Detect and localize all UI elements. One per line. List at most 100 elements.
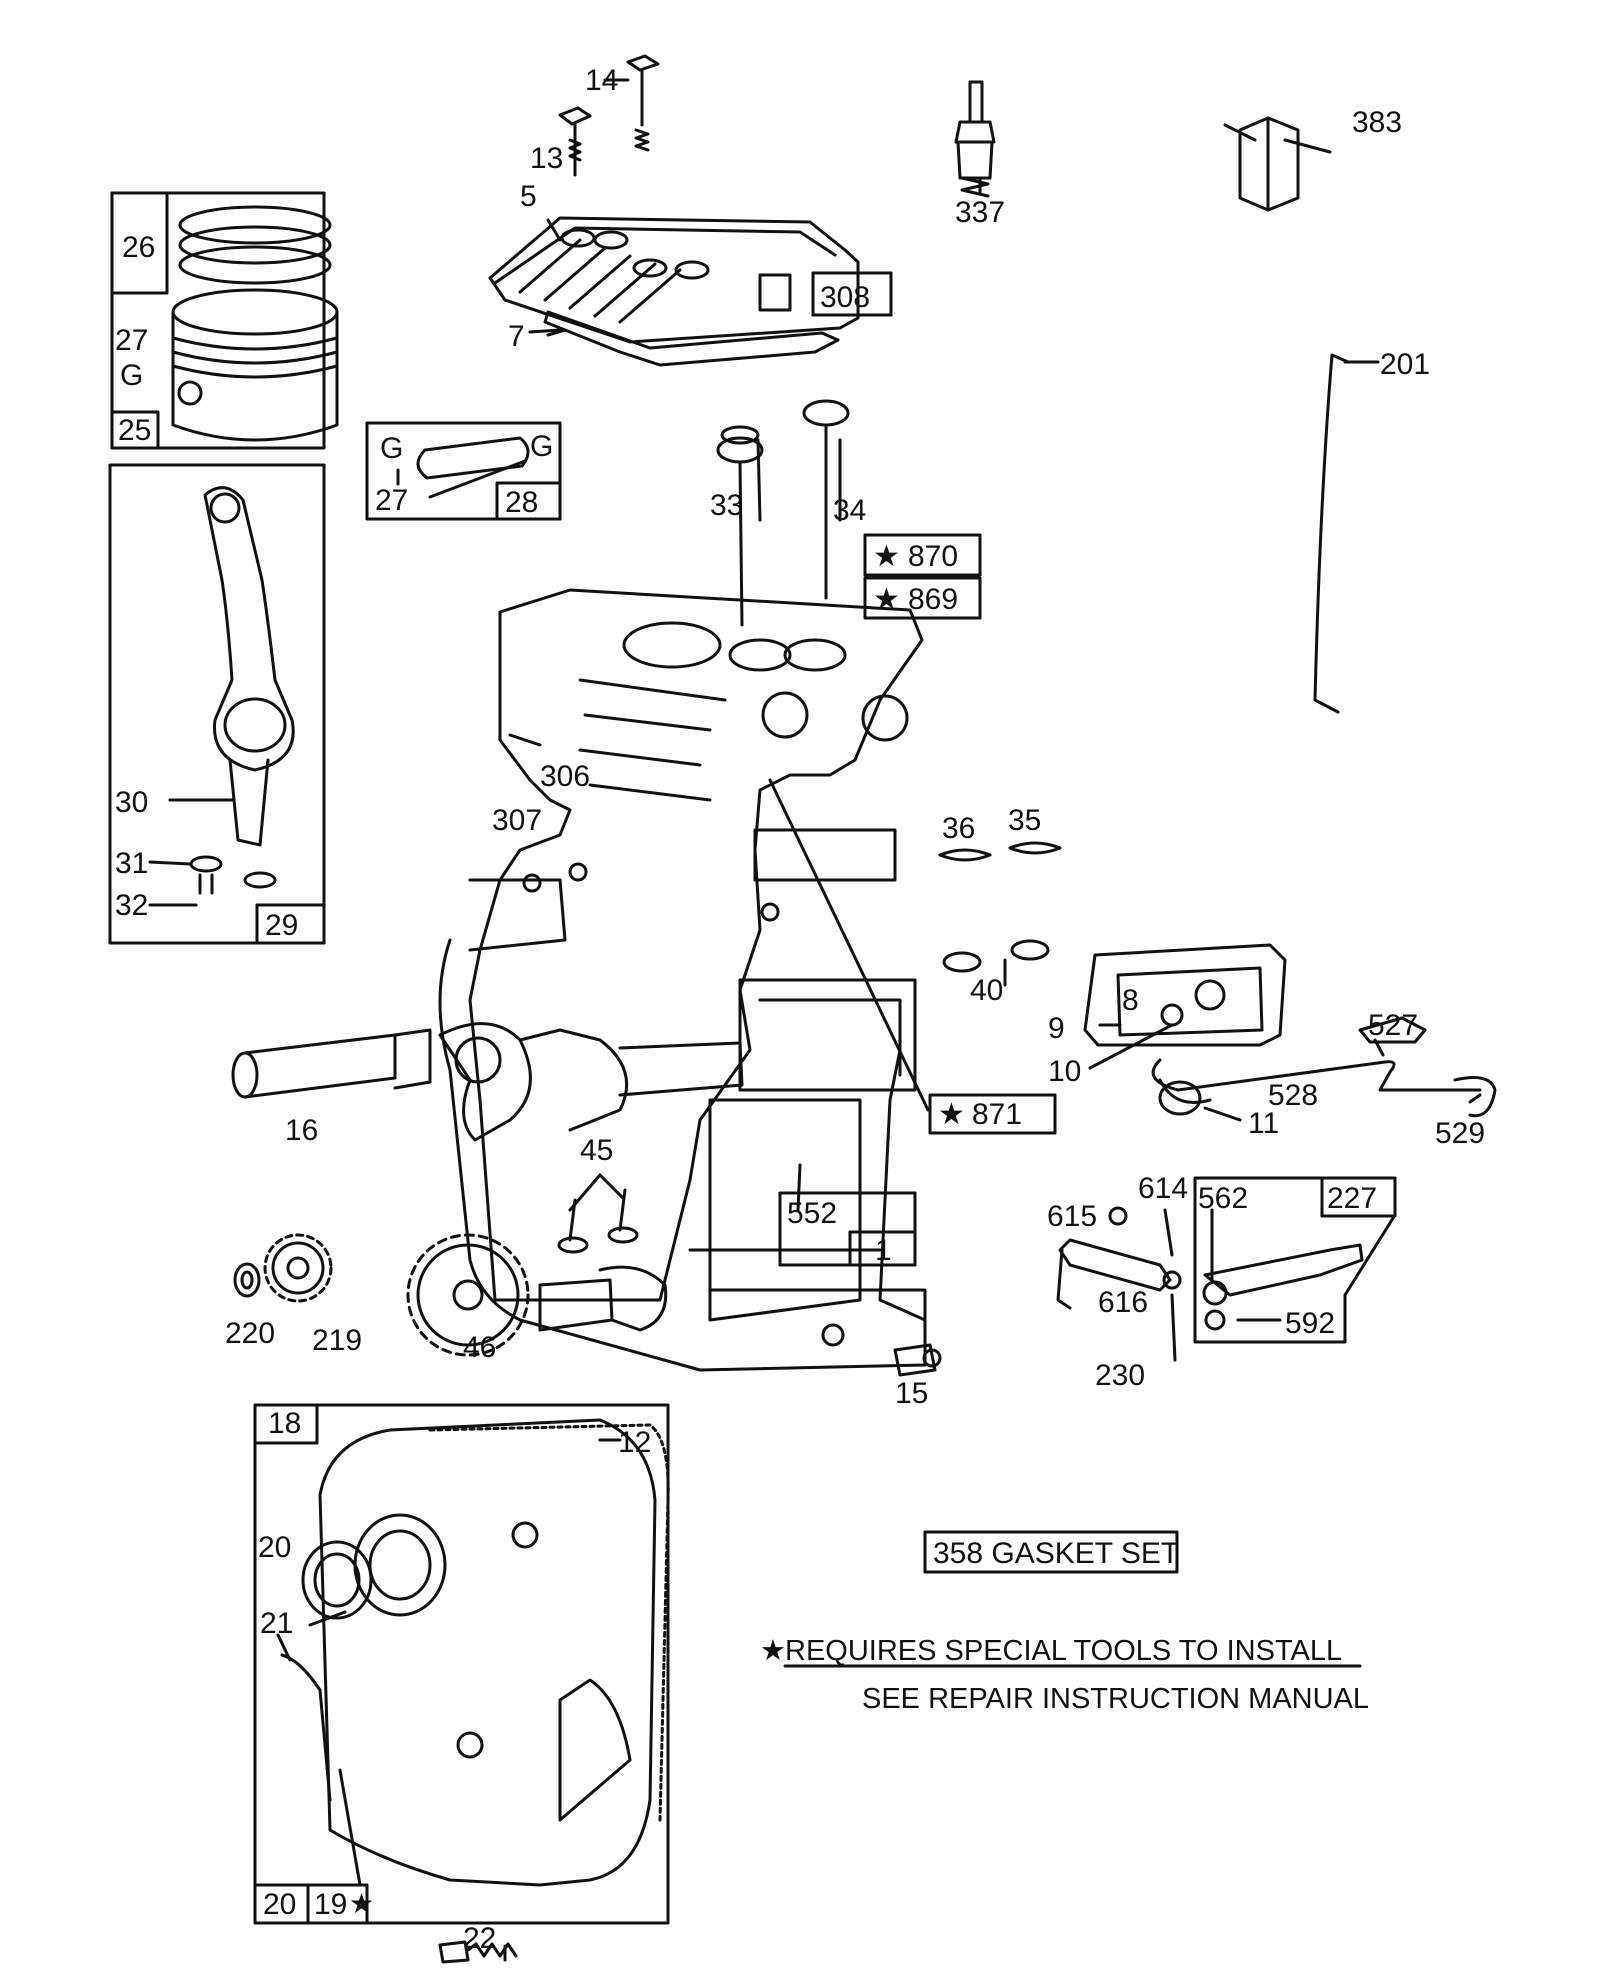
label-1: 1 (875, 1234, 892, 1267)
label-10: 10 (1048, 1055, 1081, 1088)
label-45: 45 (580, 1134, 613, 1167)
label-337: 337 (955, 196, 1005, 229)
label-230: 230 (1095, 1359, 1145, 1392)
label-g2: G (380, 432, 403, 465)
crankshaft (231, 1022, 744, 1142)
label-21: 21 (260, 1607, 293, 1640)
label-527: 527 (1368, 1009, 1418, 1042)
governor-link (1313, 353, 1377, 714)
label-615: 615 (1047, 1200, 1097, 1233)
label-36: 36 (942, 812, 975, 845)
label-25: 25 (118, 414, 151, 447)
piston-group (110, 191, 339, 450)
oil-seal (301, 1540, 373, 1620)
label-8: 8 (1122, 984, 1139, 1017)
label-592: 592 (1285, 1307, 1335, 1340)
label-46: 46 (463, 1331, 496, 1364)
piston-pin-hole (177, 380, 203, 406)
special-tools-note: REQUIRES SPECIAL TOOLS TO INSTALL (785, 1635, 1342, 1667)
label-18: 18 (268, 1407, 301, 1440)
piston-pin (416, 436, 530, 480)
connecting-rod-group (108, 463, 326, 945)
label-32: 32 (115, 889, 148, 922)
cylinder-block (438, 588, 927, 1372)
label-27a: 27 (115, 324, 148, 357)
part-labels: 5 7 13 14 308 337 383 201 26 27 G 25 G G… (115, 64, 1485, 1955)
special-tools-star: ★ (760, 1635, 786, 1667)
label-7: 7 (508, 320, 525, 353)
label-9: 9 (1048, 1012, 1065, 1045)
label-31: 31 (115, 847, 148, 880)
label-219: 219 (312, 1324, 362, 1357)
valve-springs (938, 841, 1062, 973)
label-29: 29 (265, 909, 298, 942)
label-201: 201 (1380, 348, 1430, 381)
piston-ring-1 (178, 205, 332, 245)
valves (716, 399, 850, 627)
washer (233, 1262, 261, 1298)
label-34: 34 (833, 494, 866, 527)
label-616: 616 (1098, 1286, 1148, 1319)
label-227: 227 (1327, 1182, 1377, 1215)
breather-assembly (1083, 943, 1497, 1118)
label-11: 11 (1248, 1107, 1279, 1140)
piston-pin-group (365, 421, 562, 521)
label-383: 383 (1352, 106, 1402, 139)
valve-tool (1223, 116, 1332, 212)
head-gasket (543, 310, 840, 367)
label-871: 871 (972, 1098, 1022, 1131)
label-19: 19 (314, 1888, 347, 1921)
drain-plug (893, 1343, 942, 1377)
cylinder-head-group (488, 216, 893, 367)
label-g1: G (120, 359, 143, 392)
label-5: 5 (520, 180, 537, 213)
label-33: 33 (710, 489, 743, 522)
governor-arm-group (1056, 1176, 1397, 1344)
label-26: 26 (122, 231, 155, 264)
spark-plug (954, 80, 996, 198)
piston-ring-3 (178, 245, 332, 285)
callout-box-871 (928, 1093, 1057, 1135)
gasket-set-label: 358 GASKET SET (933, 1537, 1179, 1570)
see-manual-note: SEE REPAIR INSTRUCTION MANUAL (862, 1683, 1369, 1715)
label-19-star: ★ (349, 1888, 374, 1919)
label-14: 14 (585, 64, 618, 97)
label-869-star: ★ (873, 583, 900, 616)
label-308: 308 (820, 281, 870, 314)
label-869: 869 (908, 583, 958, 616)
label-552: 552 (787, 1197, 837, 1230)
piston-body (171, 310, 339, 442)
cam-gear (416, 1243, 520, 1347)
label-30: 30 (115, 786, 148, 819)
piston-ring-2 (178, 225, 332, 265)
leader-lines (276, 176, 1482, 1962)
cam-and-gears (233, 1188, 668, 1357)
gear-cover (318, 1418, 657, 1887)
label-15: 15 (895, 1377, 928, 1410)
cylinder-head (488, 216, 860, 344)
label-28: 28 (505, 486, 538, 519)
connecting-rod (203, 486, 295, 772)
label-870-star: ★ (873, 540, 900, 573)
head-bolts (558, 54, 660, 177)
label-12: 12 (618, 1426, 651, 1459)
callout-box-869 (863, 576, 982, 620)
label-16: 16 (285, 1114, 318, 1147)
label-g3: G (530, 430, 553, 463)
label-871-star: ★ (938, 1098, 965, 1131)
label-20a: 20 (258, 1531, 291, 1564)
callout-box-870 (863, 533, 982, 577)
label-220: 220 (225, 1317, 275, 1350)
label-13: 13 (530, 142, 563, 175)
piston-top (171, 288, 339, 336)
gasket-set-box (923, 1530, 1179, 1574)
label-614: 614 (1138, 1172, 1188, 1205)
governor-gear (271, 1241, 325, 1295)
callout-box-1 (848, 1230, 917, 1267)
label-40: 40 (970, 974, 1003, 1007)
label-22: 22 (463, 1922, 496, 1955)
label-20b: 20 (263, 1888, 296, 1921)
label-35: 35 (1008, 804, 1041, 837)
label-307: 307 (492, 804, 542, 837)
